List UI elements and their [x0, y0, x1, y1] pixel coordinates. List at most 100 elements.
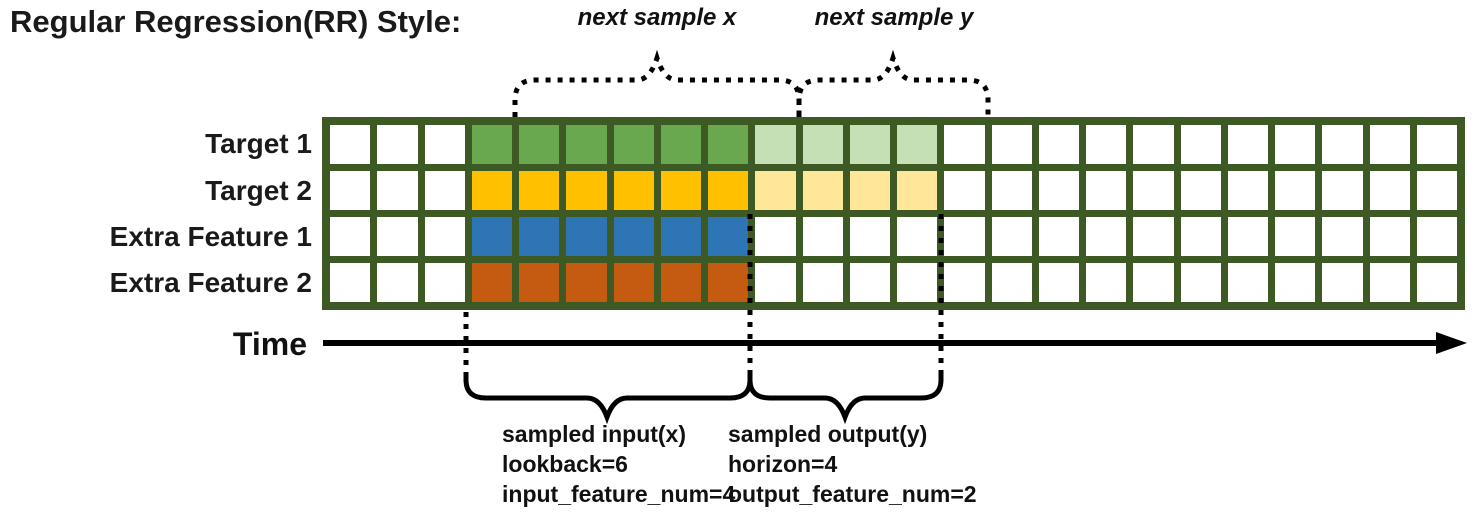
grid-cell: [1133, 125, 1174, 164]
sampled-input-brace: [463, 372, 753, 425]
grid-cell: [424, 171, 465, 210]
diagram-title: Regular Regression(RR) Style:: [10, 4, 462, 39]
grid-cell: [471, 171, 512, 210]
grid-cell: [708, 217, 749, 256]
grid-cell: [660, 125, 701, 164]
grid-cell: [1275, 125, 1316, 164]
grid-cell: [944, 125, 985, 164]
row-label-extra-feature-2: Extra Feature 2: [109, 267, 312, 298]
grid-cell: [1416, 217, 1457, 256]
grid-cell: [944, 217, 985, 256]
grid-cell: [1038, 171, 1079, 210]
grid-cell: [1180, 263, 1221, 302]
grid-cell: [424, 217, 465, 256]
grid-cell: [566, 217, 607, 256]
grid-cell: [1038, 125, 1079, 164]
grid-cell: [566, 263, 607, 302]
output-feature-num-value: output_feature_num=2: [728, 481, 977, 507]
grid-cell: [1227, 263, 1268, 302]
grid-cell: [802, 217, 843, 256]
grid-cell: [330, 125, 371, 164]
grid-cell: [660, 217, 701, 256]
grid-cell: [1133, 171, 1174, 210]
next-sample-x-label: next sample x: [577, 4, 737, 31]
row-label-extra-feature-1: Extra Feature 1: [109, 221, 312, 252]
grid-cell: [897, 263, 938, 302]
grid-cell: [613, 263, 654, 302]
row-label-target-2: Target 2: [205, 175, 312, 206]
next-sample-y-brace: [796, 49, 991, 117]
grid-cell: [802, 171, 843, 210]
grid-cell: [377, 125, 418, 164]
grid-cell: [755, 217, 796, 256]
sampled-output-brace: [747, 372, 944, 425]
grid-cell: [1416, 263, 1457, 302]
grid-cell: [1180, 171, 1221, 210]
grid-cell: [519, 263, 560, 302]
grid-cell: [660, 171, 701, 210]
grid-cell: [1322, 217, 1363, 256]
grid-cell: [1369, 171, 1410, 210]
grid-cell: [802, 125, 843, 164]
grid-cell: [471, 263, 512, 302]
grid-cell: [1133, 217, 1174, 256]
grid-cell: [1275, 263, 1316, 302]
grid-cell: [424, 263, 465, 302]
grid-cell: [377, 263, 418, 302]
grid-cell: [1416, 171, 1457, 210]
grid-cell: [897, 217, 938, 256]
grid-cell: [944, 263, 985, 302]
grid-cell: [897, 171, 938, 210]
grid-cell: [1227, 125, 1268, 164]
grid-cell: [708, 263, 749, 302]
grid-cell: [566, 171, 607, 210]
grid-cell: [519, 125, 560, 164]
sampled-output-annotation: sampled output(y) horizon=4 output_featu…: [728, 419, 1048, 509]
grid-cell: [519, 217, 560, 256]
grid-cell: [991, 171, 1032, 210]
grid-cell: [1416, 125, 1457, 164]
grid-cell: [991, 217, 1032, 256]
lookback-value: lookback=6: [502, 451, 628, 477]
grid-cell: [849, 171, 890, 210]
grid-cell: [660, 263, 701, 302]
grid-cell: [519, 171, 560, 210]
grid-cell: [1227, 171, 1268, 210]
grid-cell: [944, 171, 985, 210]
grid-cell: [755, 125, 796, 164]
grid-cell: [849, 125, 890, 164]
grid-cell: [1275, 171, 1316, 210]
grid-cell: [1322, 125, 1363, 164]
grid-cell: [424, 125, 465, 164]
grid-cell: [330, 171, 371, 210]
grid-cell: [897, 125, 938, 164]
grid-cell: [1322, 263, 1363, 302]
grid-cell: [471, 125, 512, 164]
sampled-input-annotation: sampled input(x) lookback=6 input_featur…: [502, 419, 822, 509]
grid-cell: [1227, 217, 1268, 256]
grid-cell: [566, 125, 607, 164]
grid-cell: [1369, 263, 1410, 302]
grid-cell: [1275, 217, 1316, 256]
grid-cell: [1086, 263, 1127, 302]
grid-cell: [1133, 263, 1174, 302]
grid-cell: [613, 125, 654, 164]
grid-cell: [1038, 217, 1079, 256]
grid-cell: [330, 263, 371, 302]
grid-cell: [991, 263, 1032, 302]
next-sample-x-brace: [512, 49, 802, 117]
grid-cell: [1086, 171, 1127, 210]
input-feature-num-value: input_feature_num=4: [502, 481, 736, 507]
row-label-target-1: Target 1: [205, 128, 312, 159]
grid-cell: [1086, 125, 1127, 164]
grid-cell: [330, 217, 371, 256]
grid-cell: [613, 171, 654, 210]
grid-cell: [708, 171, 749, 210]
horizon-value: horizon=4: [728, 451, 838, 477]
grid-cell: [1322, 171, 1363, 210]
grid-cell: [849, 263, 890, 302]
next-sample-y-label: next sample y: [814, 4, 974, 31]
grid-cell: [708, 125, 749, 164]
grid-cell: [613, 217, 654, 256]
